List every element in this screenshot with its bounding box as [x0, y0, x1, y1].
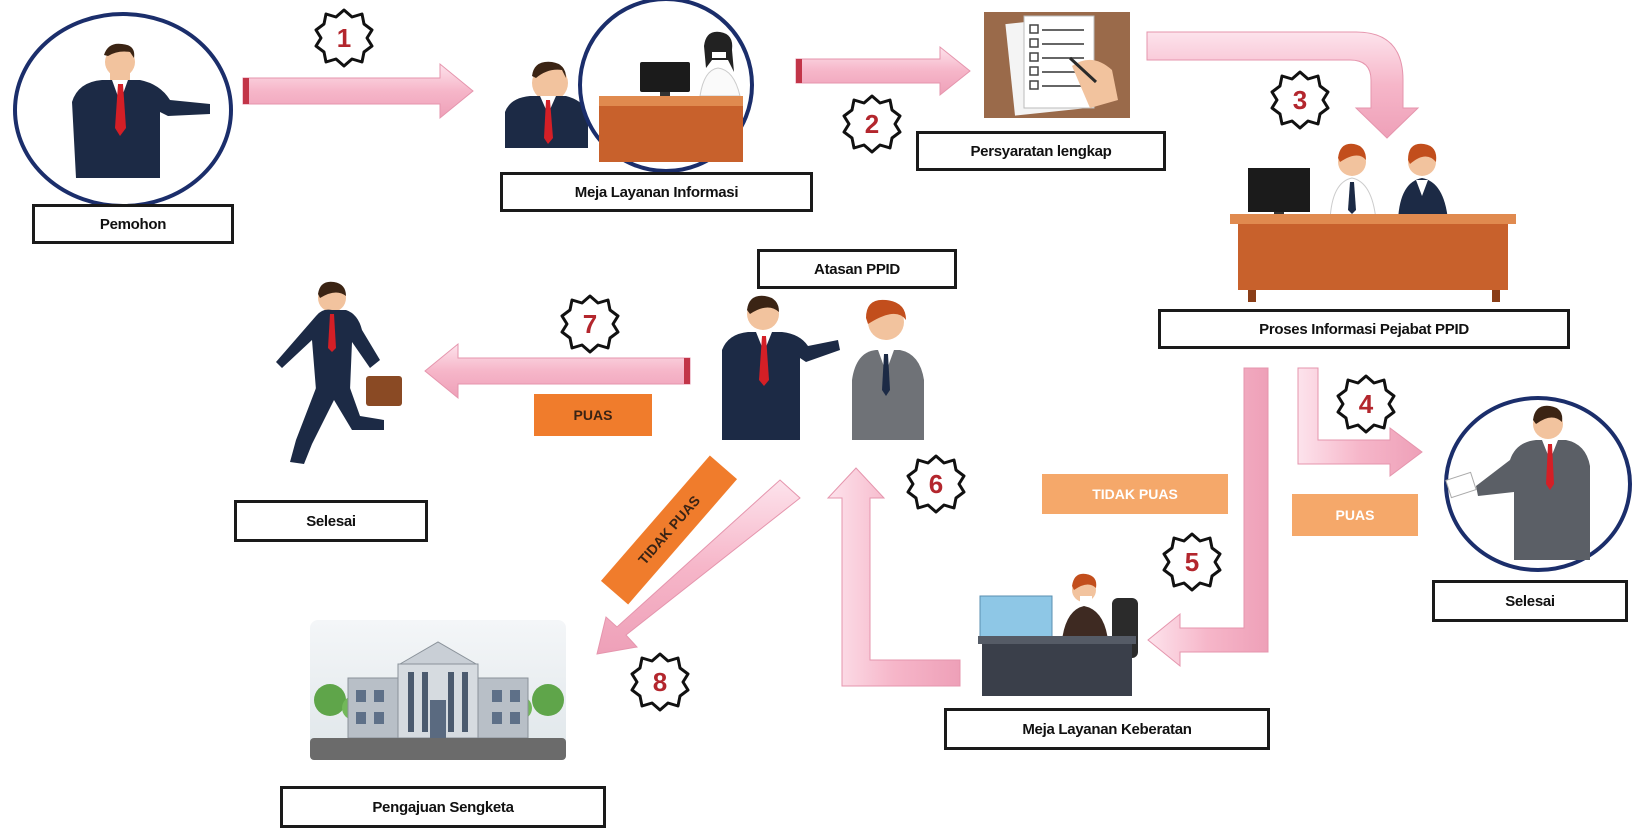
label-selesai-right: Selesai [1432, 580, 1628, 622]
document-checklist-figure [984, 12, 1130, 118]
step-badge-6: 6 [906, 454, 966, 514]
arrow-step-6 [826, 467, 961, 687]
step-badge-2: 2 [842, 94, 902, 154]
label-selesai-left: Selesai [234, 500, 428, 542]
step-number-3: 3 [1293, 85, 1307, 115]
step-number-6: 6 [929, 469, 943, 499]
label-proses-informasi: Proses Informasi Pejabat PPID [1158, 309, 1570, 349]
tag-puas-right: PUAS [1292, 494, 1418, 536]
selesai-right-figure [1444, 396, 1632, 572]
arrow-step-1 [242, 62, 474, 120]
step-badge-1: 1 [314, 8, 374, 68]
step-number-5: 5 [1185, 547, 1199, 577]
arrow-step-2 [795, 45, 971, 97]
step-badge-3: 3 [1270, 70, 1330, 130]
label-meja-layanan-informasi: Meja Layanan Informasi [500, 172, 813, 212]
courthouse-building-figure [310, 620, 566, 760]
step-badge-5: 5 [1162, 532, 1222, 592]
label-pengajuan-sengketa: Pengajuan Sengketa [280, 786, 606, 828]
tag-tidak-puas-right: TIDAK PUAS [1042, 474, 1228, 514]
step-badge-7: 7 [560, 294, 620, 354]
label-meja-layanan-keberatan: Meja Layanan Keberatan [944, 708, 1270, 750]
step-number-4: 4 [1359, 389, 1374, 419]
label-persyaratan-lengkap: Persyaratan lengkap [916, 131, 1166, 171]
arrow-step-5 [1147, 367, 1269, 668]
step-number-2: 2 [865, 109, 879, 139]
pemohon-figure [13, 12, 233, 208]
label-atasan-ppid: Atasan PPID [757, 249, 957, 289]
step-number-1: 1 [337, 23, 351, 53]
step-number-7: 7 [583, 309, 597, 339]
step-badge-8: 8 [630, 652, 690, 712]
ppid-officers-desk-figure [1230, 143, 1516, 302]
label-pemohon: Pemohon [32, 204, 234, 244]
walking-man-figure [276, 281, 402, 464]
meja-layanan-informasi-figure [505, 0, 754, 173]
atasan-ppid-figure [722, 295, 924, 440]
arrow-step-8 [596, 479, 801, 655]
step-badge-4: 4 [1336, 374, 1396, 434]
arrow-step-7 [424, 342, 691, 400]
step-number-8: 8 [653, 667, 667, 697]
arrow-step-4 [1297, 367, 1423, 477]
tag-puas-left: PUAS [534, 394, 652, 436]
arrow-step-3 [1146, 31, 1420, 139]
meja-layanan-keberatan-figure [978, 573, 1138, 696]
